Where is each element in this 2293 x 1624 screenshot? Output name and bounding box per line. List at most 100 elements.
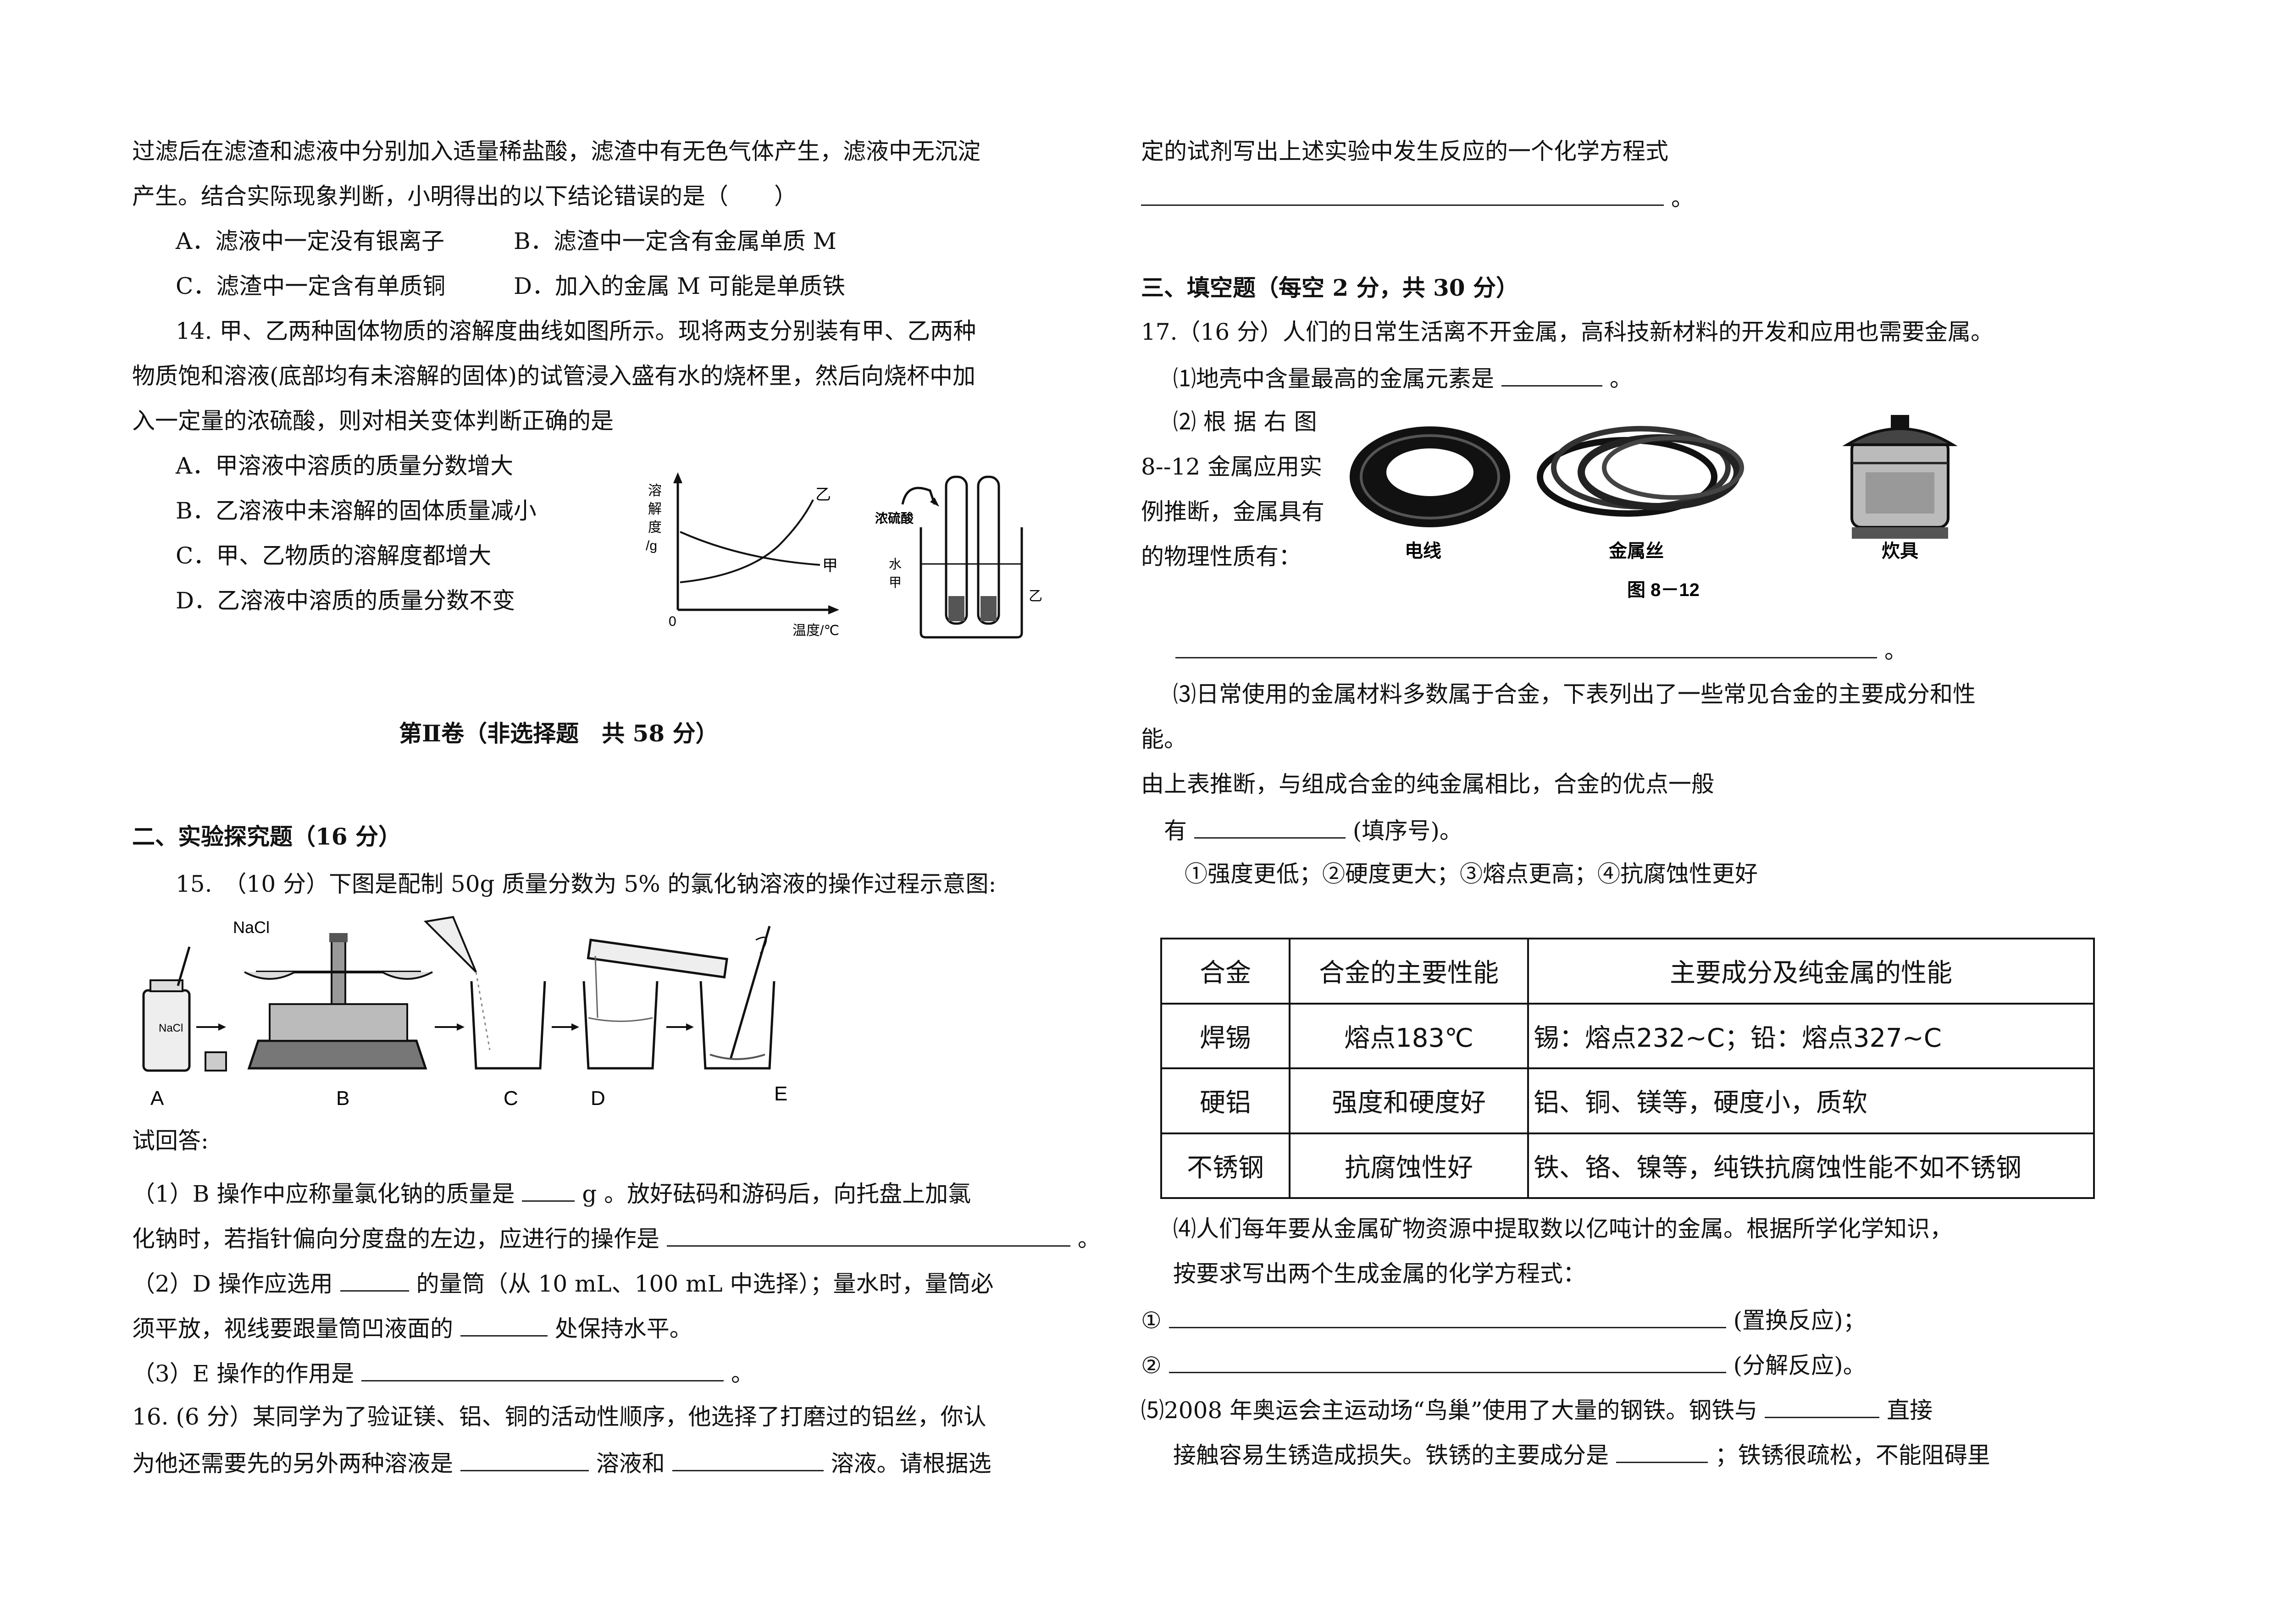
- wire-label: 电线: [1405, 541, 1441, 561]
- metal-wire-label: 金属丝: [1608, 541, 1664, 561]
- q15-part1-line1: （1）B 操作中应称量氯化钠的质量是 g 。放好砝码和游码后，向托盘上加氯: [132, 1178, 971, 1208]
- q15-stir-purpose-blank[interactable]: [361, 1358, 724, 1381]
- q17-decomposition-eq-blank[interactable]: [1169, 1350, 1726, 1373]
- part2-title: 第Ⅱ卷（非选择题 共 58 分）: [399, 720, 719, 747]
- solubility-curve-figure: 溶 解 度 /g 0 温度/℃ 乙 甲: [646, 472, 839, 638]
- curve-jia: [680, 531, 820, 566]
- q17-property-blank[interactable]: [1175, 635, 1877, 658]
- q17-rust-component-blank[interactable]: [1616, 1440, 1708, 1463]
- q14-stem-line1: 14. 甲、乙两种固体物质的溶解度曲线如图所示。现将两支分别装有甲、乙两种: [176, 318, 976, 344]
- alloy-table: 合金 合金的主要性能 主要成分及纯金属的性能 焊锡 熔点183℃ 锡：熔点232…: [1160, 938, 2095, 1199]
- origin-label: 0: [669, 614, 676, 629]
- q15-operation-blank[interactable]: [666, 1223, 1070, 1247]
- q17-part3-line1: ⑶日常使用的金属材料多数属于合金，下表列出了一些常见合金的主要成分和性: [1173, 681, 1976, 707]
- y-axis-label-4: /g: [646, 538, 657, 553]
- q15-stem: 15. （10 分）下图是配制 50g 质量分数为 5% 的氯化钠溶液的操作过程…: [176, 871, 997, 897]
- table-row: 焊锡 熔点183℃ 锡：熔点232~C；铅：熔点327~C: [1160, 1002, 2095, 1069]
- q17-part2-line4: 的物理性质有：: [1141, 543, 1302, 570]
- q17-part3-line4: 有 (填序号)。: [1164, 815, 1462, 845]
- q17-part2-answer-line: 。: [1175, 635, 1907, 664]
- concentrated-acid-label: 浓硫酸: [875, 511, 914, 525]
- q15-cylinder-blank[interactable]: [340, 1268, 409, 1292]
- q16-solution1-blank[interactable]: [460, 1448, 589, 1471]
- section3-title: 三、填空题（每空 2 分，共 30 分）: [1141, 274, 1519, 301]
- q16-solution2-blank[interactable]: [672, 1448, 824, 1471]
- q13-stem-line2: 产生。结合实际现象判断，小明得出的以下结论错误的是（ ）: [132, 183, 797, 210]
- balance: [244, 933, 433, 1070]
- figure-caption: 图 8－12: [1627, 580, 1700, 600]
- q16-equation-line: 。: [1141, 182, 1694, 212]
- q13-option-d: D．加入的金属 M 可能是单质铁: [514, 273, 846, 299]
- curve-label-jia: 甲: [822, 557, 838, 574]
- beaker-d: [582, 981, 659, 1070]
- label-a: A: [150, 1087, 164, 1110]
- q17-part3-line3: 由上表推断，与组成合金的纯金属相比，合金的优点一般: [1141, 771, 1714, 797]
- q14-stem-line2: 物质饱和溶液(底部均有未溶解的固体)的试管浸入盛有水的烧杯里，然后向烧杯中加: [132, 363, 976, 389]
- y-axis-label-1: 溶: [648, 483, 662, 498]
- q17-part4-eq2: ② (分解反应)。: [1141, 1350, 1866, 1379]
- q15-mass-blank[interactable]: [522, 1178, 575, 1202]
- table-header-row: 合金 合金的主要性能 主要成分及纯金属的性能: [1160, 938, 2095, 1005]
- q16-line1: 16. (6 分）某同学为了验证镁、铝、铜的活动性顺序，他选择了打磨过的铝丝，你…: [132, 1403, 986, 1430]
- q17-part2-line2: 8--12 金属应用实: [1141, 453, 1323, 480]
- figure-8-12: 电线 金属丝 炊具 图 8－12: [1350, 415, 1958, 600]
- q17-part1: ⑴地壳中含量最高的金属元素是 。: [1173, 363, 1633, 392]
- q15-part3: （3）E 操作的作用是 。: [132, 1358, 754, 1387]
- curve-yi: [680, 499, 814, 583]
- q16-equation-prompt: 定的试剂写出上述实验中发生反应的一个化学方程式: [1141, 138, 1668, 165]
- test-tube-yi: [977, 475, 1000, 625]
- q16-equation-blank[interactable]: [1141, 182, 1664, 206]
- q17-element-blank[interactable]: [1501, 363, 1602, 387]
- x-axis-label: 温度/℃: [792, 623, 839, 638]
- q17-part5-line1: ⑸2008 年奥运会主运动场“鸟巢”使用了大量的钢铁。钢铁与 直接: [1141, 1395, 1933, 1424]
- q15-part2-line2: 须平放，视线要跟量筒凹液面的 处保持水平。: [132, 1313, 692, 1342]
- q17-part2-line1: ⑵ 根 据 右 图: [1173, 409, 1317, 435]
- q14-stem-line3: 入一定量的浓硫酸，则对相关变体判断正确的是: [132, 408, 614, 434]
- q17-stem: 17.（16 分）人们的日常生活离不开金属，高科技新材料的开发和应用也需要金属。: [1141, 319, 1994, 345]
- q17-displacement-eq-blank[interactable]: [1169, 1305, 1726, 1328]
- q14-option-a: A．甲溶液中溶质的质量分数增大: [176, 453, 514, 479]
- section2-title: 二、实验探究题（16 分）: [132, 823, 401, 850]
- label-c: C: [504, 1087, 518, 1110]
- q17-advantage-blank[interactable]: [1194, 815, 1346, 839]
- q15-part1-line2: 化钠时，若指针偏向分度盘的左边，应进行的操作是 。: [132, 1223, 1101, 1253]
- y-axis-label-3: 度: [648, 520, 662, 535]
- beaker-test-tubes-figure: 浓硫酸 水 甲 乙: [875, 475, 1042, 639]
- water-label: 水: [889, 557, 902, 571]
- q15-meniscus-blank[interactable]: [460, 1313, 548, 1337]
- q17-part5-line2: 接触容易生锈造成损失。铁锈的主要成分是 ；铁锈很疏松，不能阻碍里: [1173, 1440, 1990, 1469]
- header-components: 主要成分及纯金属的性能: [1527, 938, 2095, 1005]
- q17-part3-options: ①强度更低；②硬度更大；③熔点更高；④抗腐蚀性更好: [1185, 861, 1758, 887]
- q13-option-b: B．滤渣中一定含有金属单质 M: [514, 228, 836, 254]
- header-properties: 合金的主要性能: [1289, 938, 1529, 1005]
- q17-part4-eq1: ① (置换反应)；: [1141, 1305, 1866, 1334]
- q14-option-b: B．乙溶液中未溶解的固体质量减小: [176, 497, 537, 524]
- q14-option-d: D．乙溶液中溶质的质量分数不变: [176, 587, 515, 614]
- cooker-icon: [1842, 415, 1958, 539]
- q17-rust-contact-blank[interactable]: [1765, 1395, 1880, 1418]
- q17-part3-line2: 能。: [1141, 726, 1187, 752]
- label-b: B: [336, 1087, 349, 1110]
- y-axis-label-2: 解: [648, 502, 662, 517]
- beaker-c: [470, 981, 546, 1070]
- nacl-label: NaCl: [233, 918, 270, 937]
- label-e: E: [774, 1083, 787, 1105]
- q17-part4-line2: 按要求写出两个生成金属的化学方程式：: [1173, 1260, 1586, 1287]
- q17-part4-line1: ⑷人们每年要从金属矿物资源中提取数以亿吨计的金属。根据所学化学知识，: [1173, 1215, 1953, 1242]
- metal-wire-rings-icon: [1537, 426, 1744, 517]
- table-row: 不锈钢 抗腐蚀性好 铁、铬、镍等，纯铁抗腐蚀性能不如不锈钢: [1160, 1132, 2095, 1199]
- q14-option-c: C．甲、乙物质的溶解度都增大: [176, 542, 492, 569]
- beaker-e: [699, 981, 775, 1070]
- q13-option-c: C．滤渣中一定含有单质铜: [176, 273, 446, 299]
- lab-procedure-figure: NaCl NaCl A: [142, 916, 787, 1110]
- q17-part2-line3: 例推断，金属具有: [1141, 498, 1324, 525]
- try-answer-label: 试回答:: [132, 1127, 209, 1154]
- test-tube-jia: [945, 475, 968, 625]
- jia-label: 甲: [889, 575, 902, 590]
- q13-option-a: A．滤液中一定没有银离子: [176, 228, 445, 254]
- curve-label-yi: 乙: [815, 486, 831, 503]
- label-d: D: [591, 1087, 605, 1110]
- q15-part2-line1: （2）D 操作应选用 的量筒（从 10 mL、100 mL 中选择）；量水时，量…: [132, 1268, 993, 1298]
- q16-line2: 为他还需要先的另外两种溶液是 溶液和 溶液。请根据选: [132, 1448, 991, 1477]
- jar-label: NaCl: [159, 1022, 183, 1034]
